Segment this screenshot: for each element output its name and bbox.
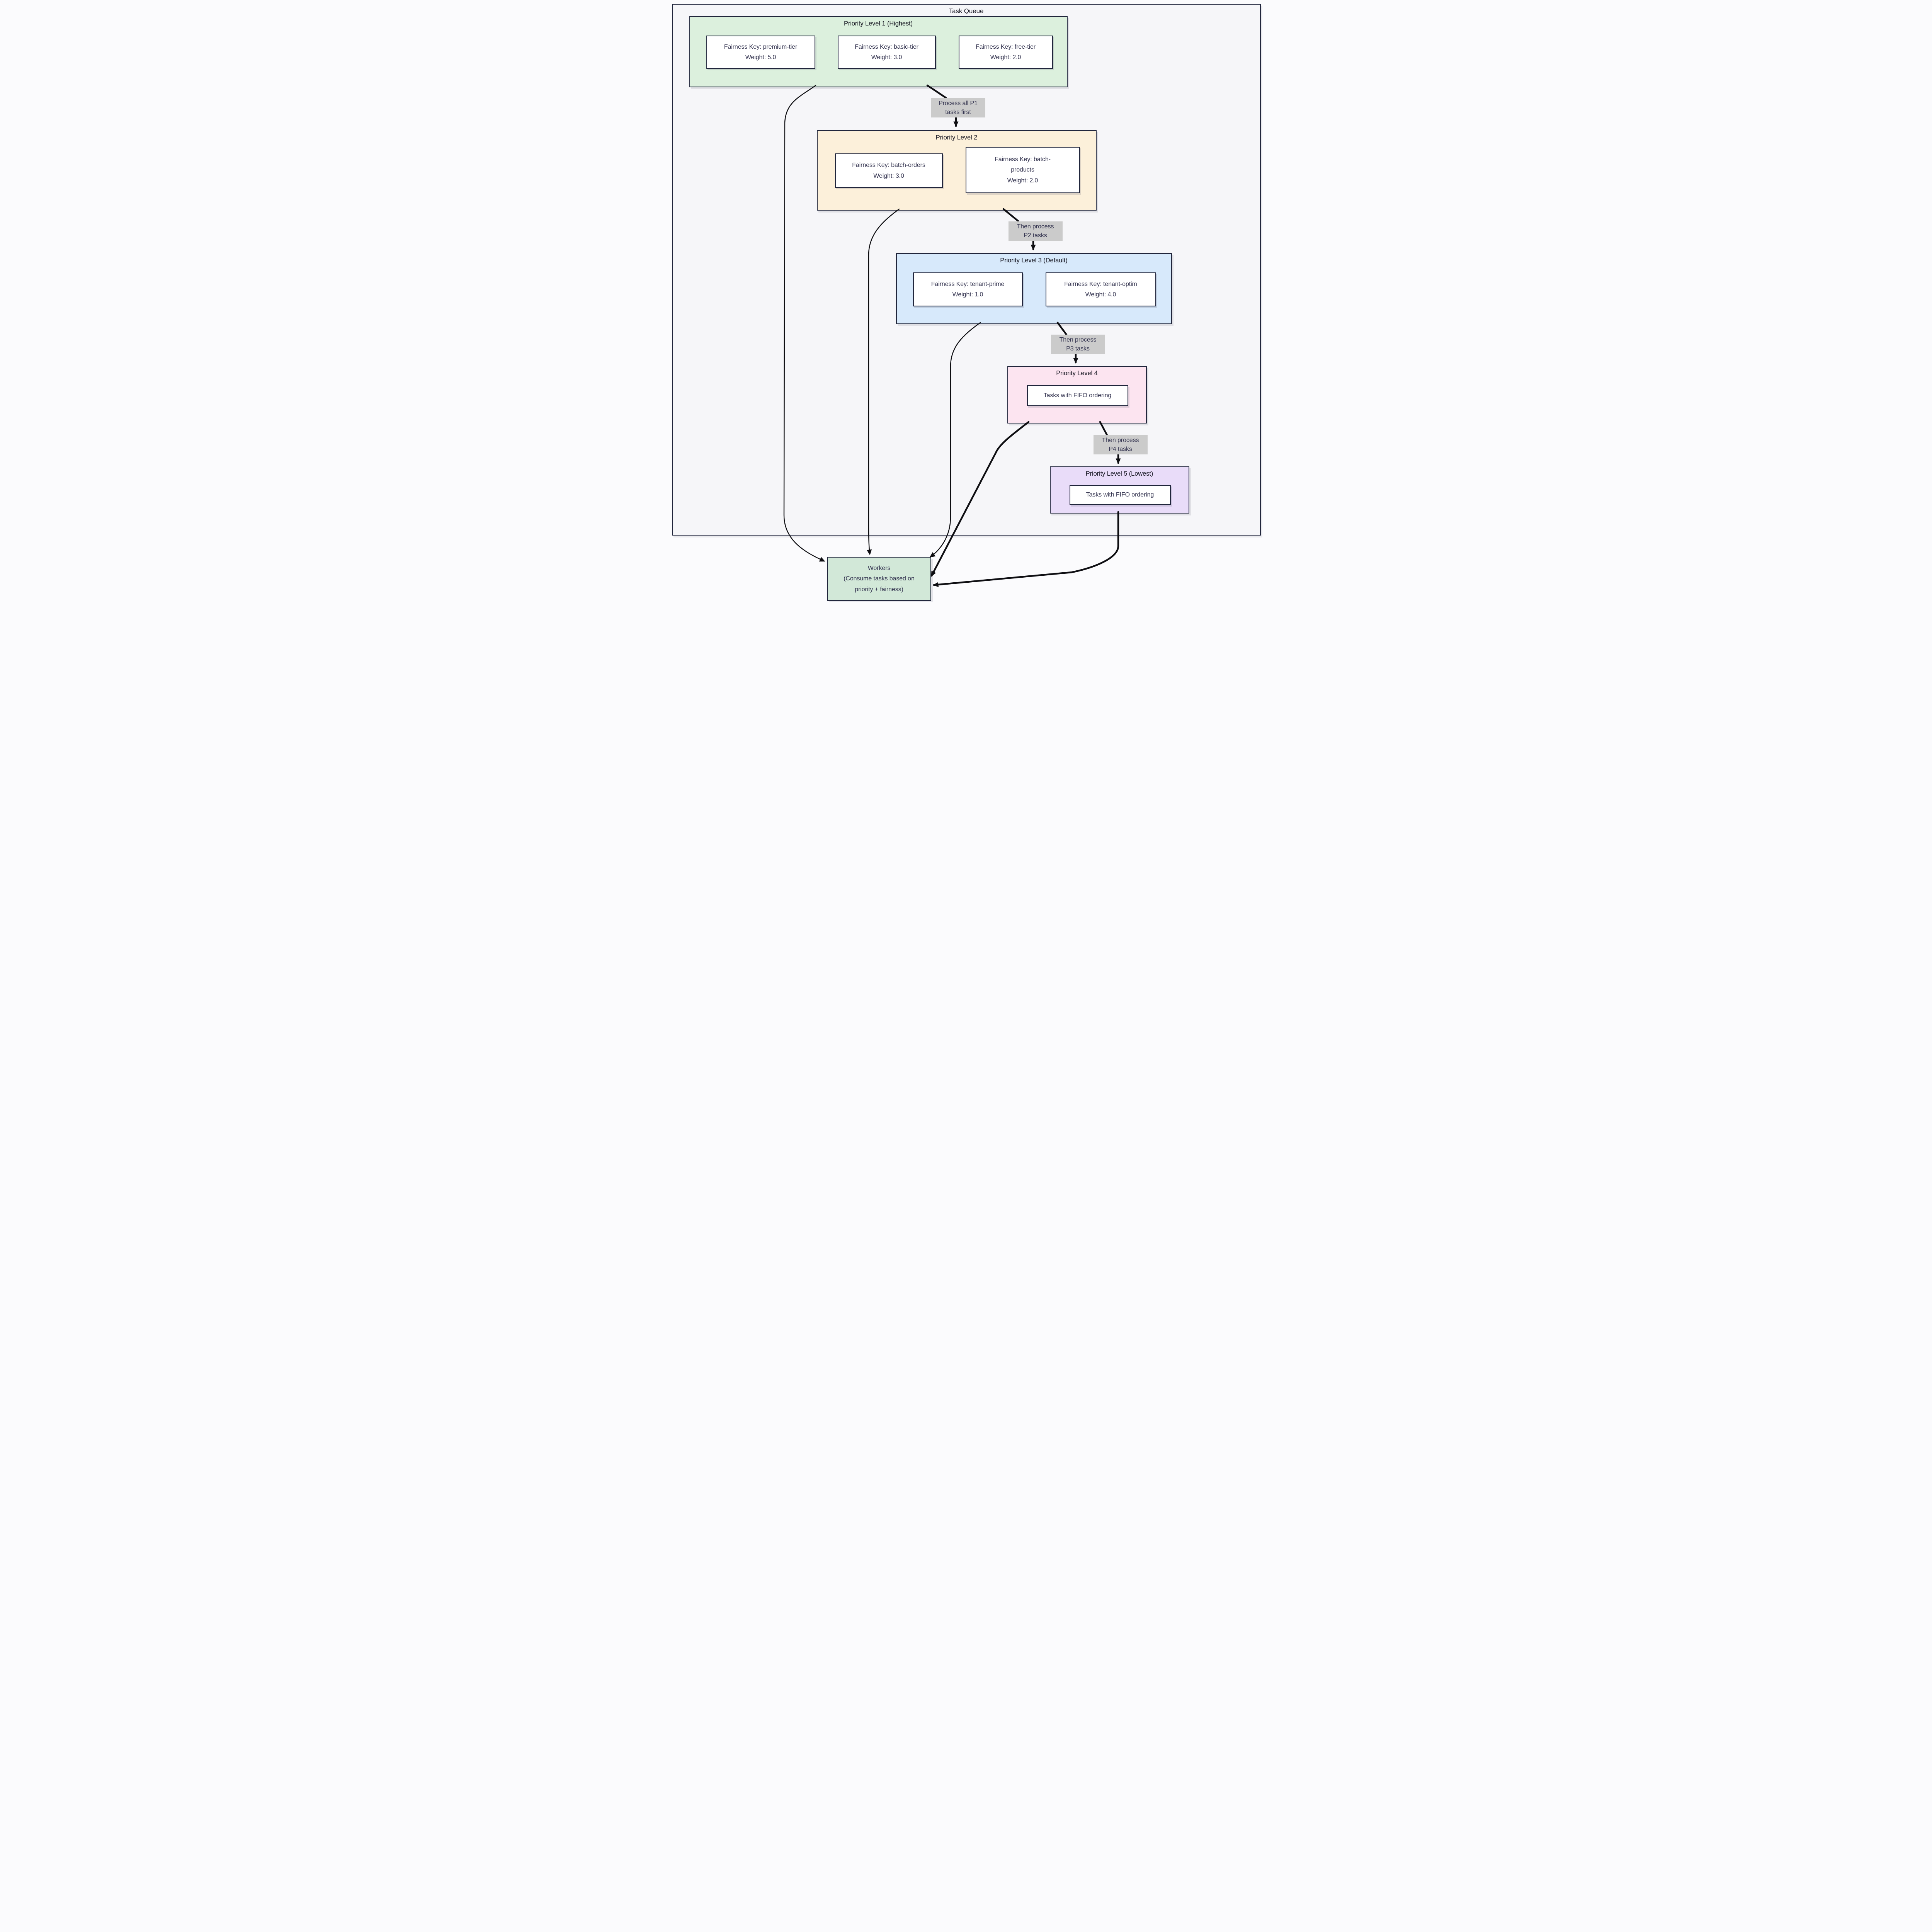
fairness-node-premium-tier: Fairness Key: premium-tier Weight: 5.0 — [706, 36, 815, 69]
fairness-node-free-tier-text: Fairness Key: free-tier Weight: 2.0 — [975, 43, 1036, 61]
priority-level-2-box: Priority Level 2 Fairness Key: batch-ord… — [816, 130, 1097, 211]
priority-level-1-title: Priority Level 1 (Highest) — [844, 20, 913, 27]
task-queue-title: Task Queue — [949, 7, 984, 15]
diagram-canvas: Task Queue Priority Level 1 (Highest) Fa… — [668, 0, 1264, 602]
fairness-node-batch-products-text: Fairness Key: batch- products Weight: 2.… — [995, 156, 1051, 184]
edge-label-process-p2: Then process P2 tasks — [1008, 221, 1063, 241]
fairness-node-batch-orders-text: Fairness Key: batch-orders Weight: 3.0 — [852, 162, 925, 179]
fifo-node-p4: Tasks with FIFO ordering — [1027, 385, 1128, 406]
priority-level-4-title: Priority Level 4 — [1056, 370, 1098, 377]
priority-level-4-box: Priority Level 4 Tasks with FIFO orderin… — [1007, 366, 1147, 423]
fairness-node-premium-tier-text: Fairness Key: premium-tier Weight: 5.0 — [724, 43, 798, 61]
workers-node: Workers (Consume tasks based on priority… — [827, 557, 931, 601]
priority-level-5-box: Priority Level 5 (Lowest) Tasks with FIF… — [1049, 466, 1189, 514]
fifo-node-p5-text: Tasks with FIFO ordering — [1086, 492, 1154, 498]
priority-level-1-box: Priority Level 1 (Highest) Fairness Key:… — [689, 16, 1068, 87]
fairness-node-batch-orders: Fairness Key: batch-orders Weight: 3.0 — [835, 153, 943, 188]
fifo-node-p5: Tasks with FIFO ordering — [1069, 485, 1171, 505]
priority-level-3-box: Priority Level 3 (Default) Fairness Key:… — [896, 253, 1172, 324]
priority-level-3-title: Priority Level 3 (Default) — [1000, 257, 1068, 264]
fairness-node-batch-products: Fairness Key: batch- products Weight: 2.… — [965, 147, 1080, 193]
fairness-node-basic-tier: Fairness Key: basic-tier Weight: 3.0 — [837, 36, 936, 69]
fifo-node-p4-text: Tasks with FIFO ordering — [1043, 392, 1112, 399]
edge-label-process-p1: Process all P1 tasks first — [931, 98, 985, 118]
edge-label-process-p4: Then process P4 tasks — [1093, 435, 1148, 455]
fairness-node-basic-tier-text: Fairness Key: basic-tier Weight: 3.0 — [855, 43, 918, 61]
priority-level-5-title: Priority Level 5 (Lowest) — [1085, 470, 1153, 477]
fairness-node-tenant-optim-text: Fairness Key: tenant-optim Weight: 4.0 — [1064, 281, 1137, 298]
fairness-node-tenant-prime-text: Fairness Key: tenant-prime Weight: 1.0 — [931, 281, 1005, 298]
priority-level-2-title: Priority Level 2 — [935, 134, 978, 141]
fairness-node-tenant-prime: Fairness Key: tenant-prime Weight: 1.0 — [913, 272, 1023, 306]
edge-label-process-p3: Then process P3 tasks — [1051, 335, 1105, 354]
workers-node-text: Workers (Consume tasks based on priority… — [844, 565, 915, 593]
fairness-node-tenant-optim: Fairness Key: tenant-optim Weight: 4.0 — [1045, 272, 1156, 306]
fairness-node-free-tier: Fairness Key: free-tier Weight: 2.0 — [958, 36, 1053, 69]
